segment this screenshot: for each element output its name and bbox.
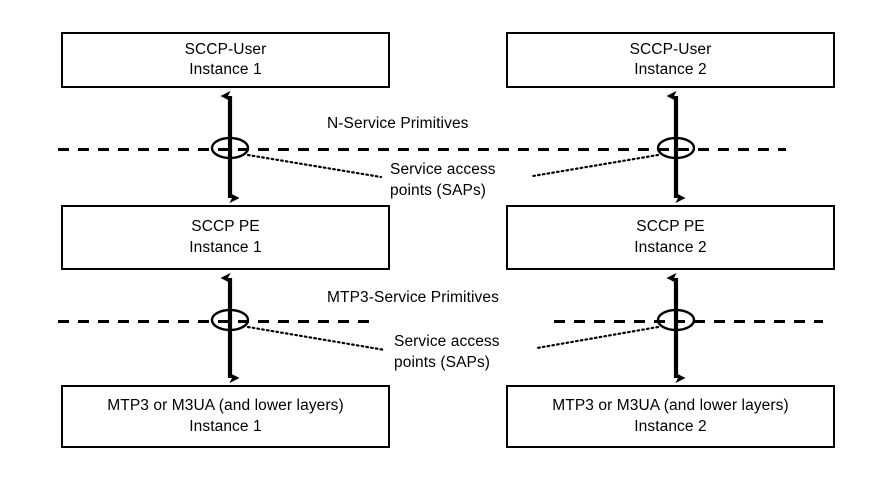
box-label-line2: Instance 2 xyxy=(634,238,707,256)
sap-ellipse-icon-upper-right xyxy=(656,136,696,160)
sap-ellipse-icon-upper-left xyxy=(210,136,250,160)
box-sccp-user-2: SCCP-User Instance 2 xyxy=(506,32,835,88)
label-sap-upper-line1: Service access xyxy=(390,161,496,178)
label-sap-upper-line2: points (SAPs) xyxy=(390,181,487,199)
label-mtp3-service-primitives: MTP3-Service Primitives xyxy=(327,289,499,306)
box-label-line1: MTP3 or M3UA (and lower layers) xyxy=(107,397,344,415)
label-n-service-primitives: N-Service Primitives xyxy=(327,115,469,132)
sap-ellipse-icon-lower-left xyxy=(210,308,250,332)
label-sap-lower-line2: points (SAPs) xyxy=(394,353,491,371)
dotted-leader-line-icon-lower-left xyxy=(246,325,387,352)
dotted-leader-line-icon-lower-right xyxy=(535,325,660,350)
box-label-line1: SCCP-User xyxy=(629,40,712,58)
box-label-line1: SCCP PE xyxy=(636,218,705,236)
box-label-line1: MTP3 or M3UA (and lower layers) xyxy=(552,397,789,415)
box-sccp-pe-2: SCCP PE Instance 2 xyxy=(506,205,835,270)
dotted-leader-line-icon-upper-left xyxy=(246,153,383,179)
box-label-line2: Instance 1 xyxy=(189,417,262,435)
box-label-line1: SCCP PE xyxy=(191,218,260,236)
label-sap-lower: Service access points (SAPs) xyxy=(394,332,544,373)
box-label-line2: Instance 1 xyxy=(189,61,262,78)
label-sap-lower-line1: Service access xyxy=(394,333,500,350)
box-label-line2: Instance 2 xyxy=(634,61,707,78)
dotted-leader-line-icon-upper-right xyxy=(531,153,660,178)
box-label-line2: Instance 1 xyxy=(189,238,262,256)
box-mtp3-2: MTP3 or M3UA (and lower layers) Instance… xyxy=(506,385,835,448)
box-label-line2: Instance 2 xyxy=(634,417,707,435)
box-mtp3-1: MTP3 or M3UA (and lower layers) Instance… xyxy=(61,385,390,448)
box-sccp-pe-1: SCCP PE Instance 1 xyxy=(61,205,390,270)
label-sap-upper: Service access points (SAPs) xyxy=(390,160,540,201)
box-label-line1: SCCP-User xyxy=(184,40,267,58)
box-sccp-user-1: SCCP-User Instance 1 xyxy=(61,32,390,88)
sap-ellipse-icon-lower-right xyxy=(656,308,696,332)
